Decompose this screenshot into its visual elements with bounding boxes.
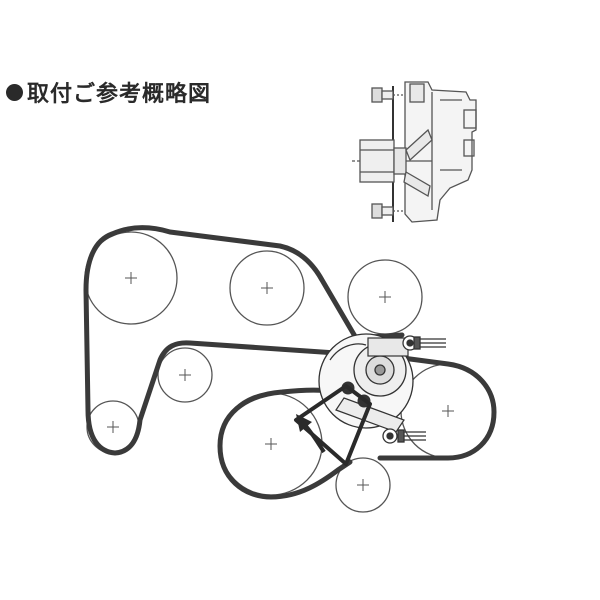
bolt-lower xyxy=(382,428,426,444)
pulley-small-bottom xyxy=(335,457,391,513)
bolt-upper xyxy=(402,335,446,351)
tensioner-mounting-detail xyxy=(352,81,477,223)
bullet-icon xyxy=(6,83,23,101)
tensioner-arm xyxy=(294,384,372,466)
title-text: 取付ご参考概略図 xyxy=(27,82,212,107)
pulley-top-right xyxy=(229,250,305,326)
tensioner-pulley xyxy=(318,333,414,433)
pulley-idler-small-left xyxy=(157,347,213,403)
center-marks xyxy=(107,272,454,491)
rotation-arrow-icon xyxy=(296,414,326,454)
serpentine-belt xyxy=(83,225,497,500)
page-title: 取付ご参考概略図 xyxy=(6,76,211,108)
